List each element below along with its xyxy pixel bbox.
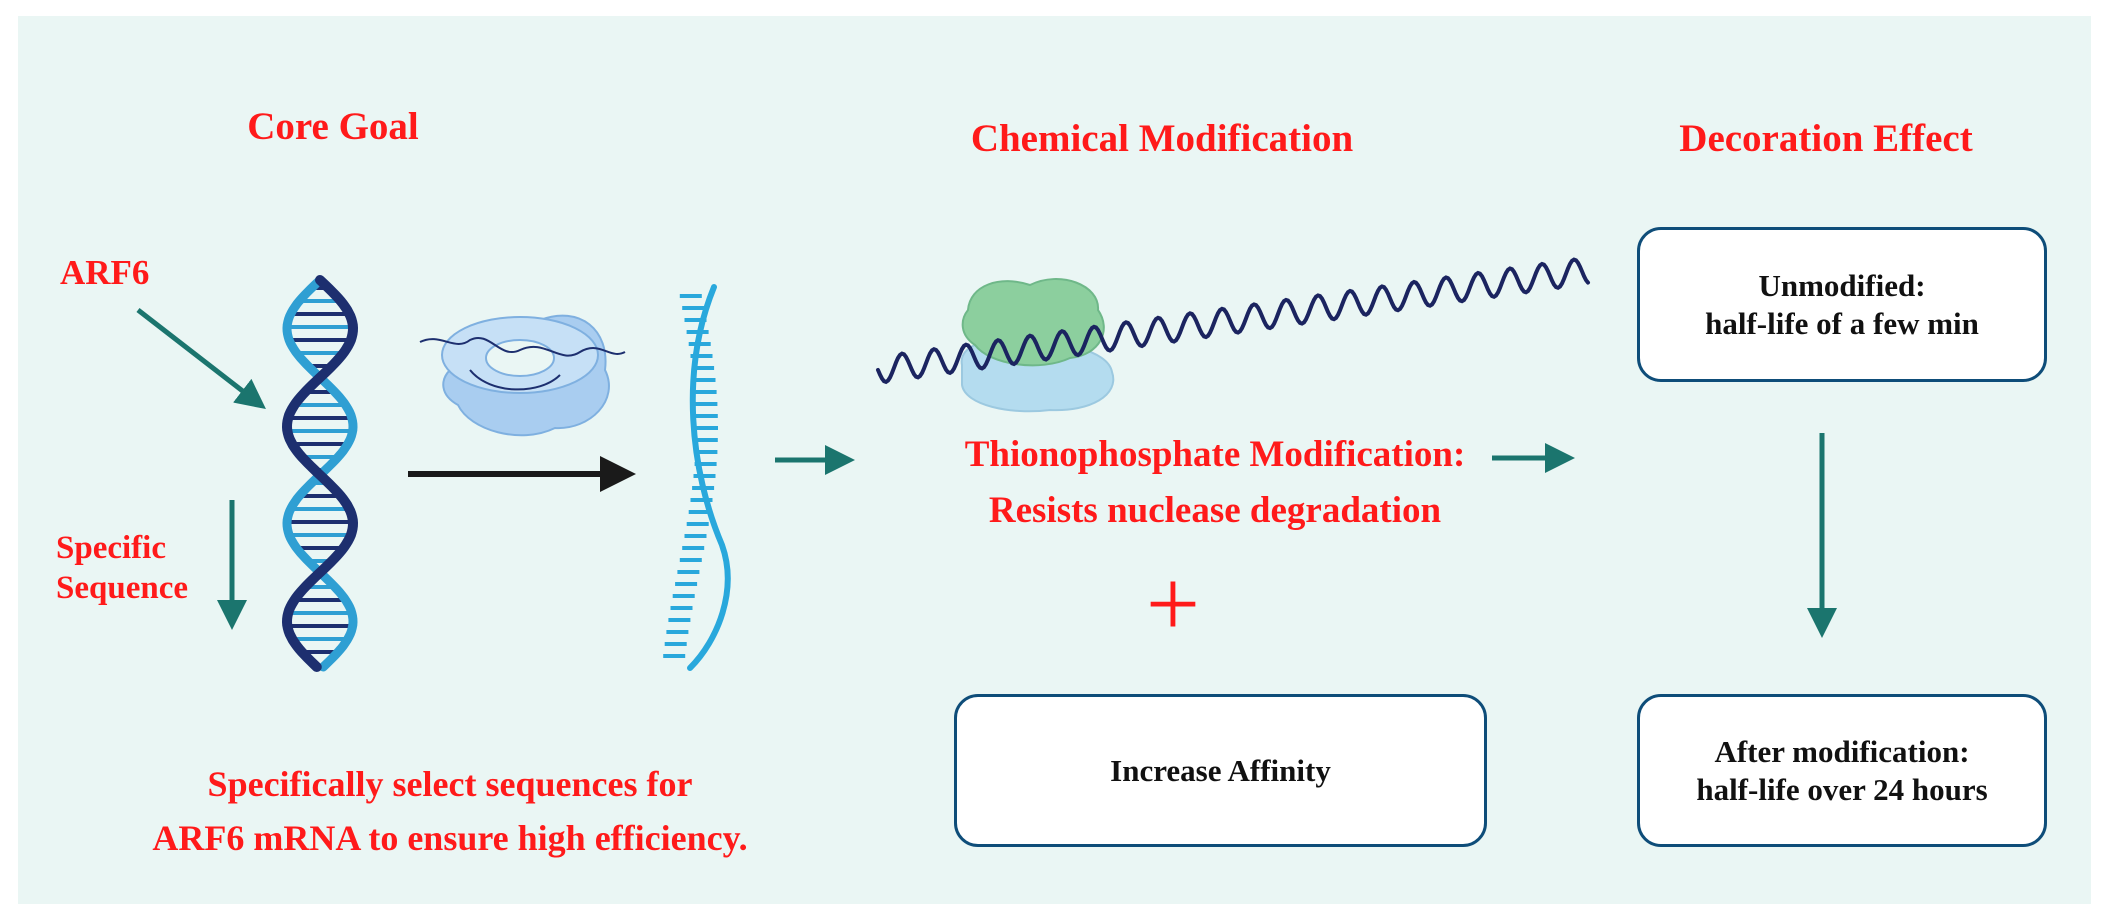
core-goal-summary: Specifically select sequences for ARF6 m… [152, 757, 747, 865]
heading-core-goal: Core Goal [247, 105, 419, 148]
specific-sequence-label: Specific Sequence [56, 528, 188, 608]
mrna-wave-icon [876, 257, 1590, 385]
ribosome-complex-icon [419, 314, 626, 437]
core-goal-summary-line-1: Specifically select sequences for [207, 764, 693, 804]
core-goal-summary-line-2: ARF6 mRNA to ensure high efficiency. [152, 818, 748, 858]
unmodified-line-1: Unmodified: [1758, 267, 1926, 303]
modified-box: After modification: half-life over 24 ho… [1637, 694, 2047, 847]
heading-decoration-effect: Decoration Effect [1679, 117, 1973, 160]
arf6-arrow [136, 308, 266, 410]
modification-description: Thionophosphate Modification: Resists nu… [965, 427, 1466, 539]
modified-line-1: After modification: [1714, 733, 1970, 769]
unmodified-line-2: half-life of a few min [1705, 305, 1979, 341]
plus-symbol: + [1145, 550, 1201, 657]
unmodified-box: Unmodified: half-life of a few min [1637, 227, 2047, 382]
modification-line-1: Thionophosphate Modification: [964, 434, 1466, 475]
increase-affinity-text: Increase Affinity [1110, 752, 1331, 788]
dna-double-helix-icon [281, 275, 359, 672]
specific-sequence-line-1: Specific [56, 530, 166, 566]
modified-line-2: half-life over 24 hours [1696, 771, 1988, 807]
single-strand-oligo-icon [663, 284, 731, 671]
specific-sequence-line-2: Sequence [56, 570, 188, 606]
modification-line-2: Resists nuclease degradation [988, 490, 1442, 531]
heading-chemical-modification: Chemical Modification [970, 117, 1354, 160]
increase-affinity-box: Increase Affinity [954, 694, 1487, 847]
arf6-label: ARF6 [60, 253, 150, 292]
